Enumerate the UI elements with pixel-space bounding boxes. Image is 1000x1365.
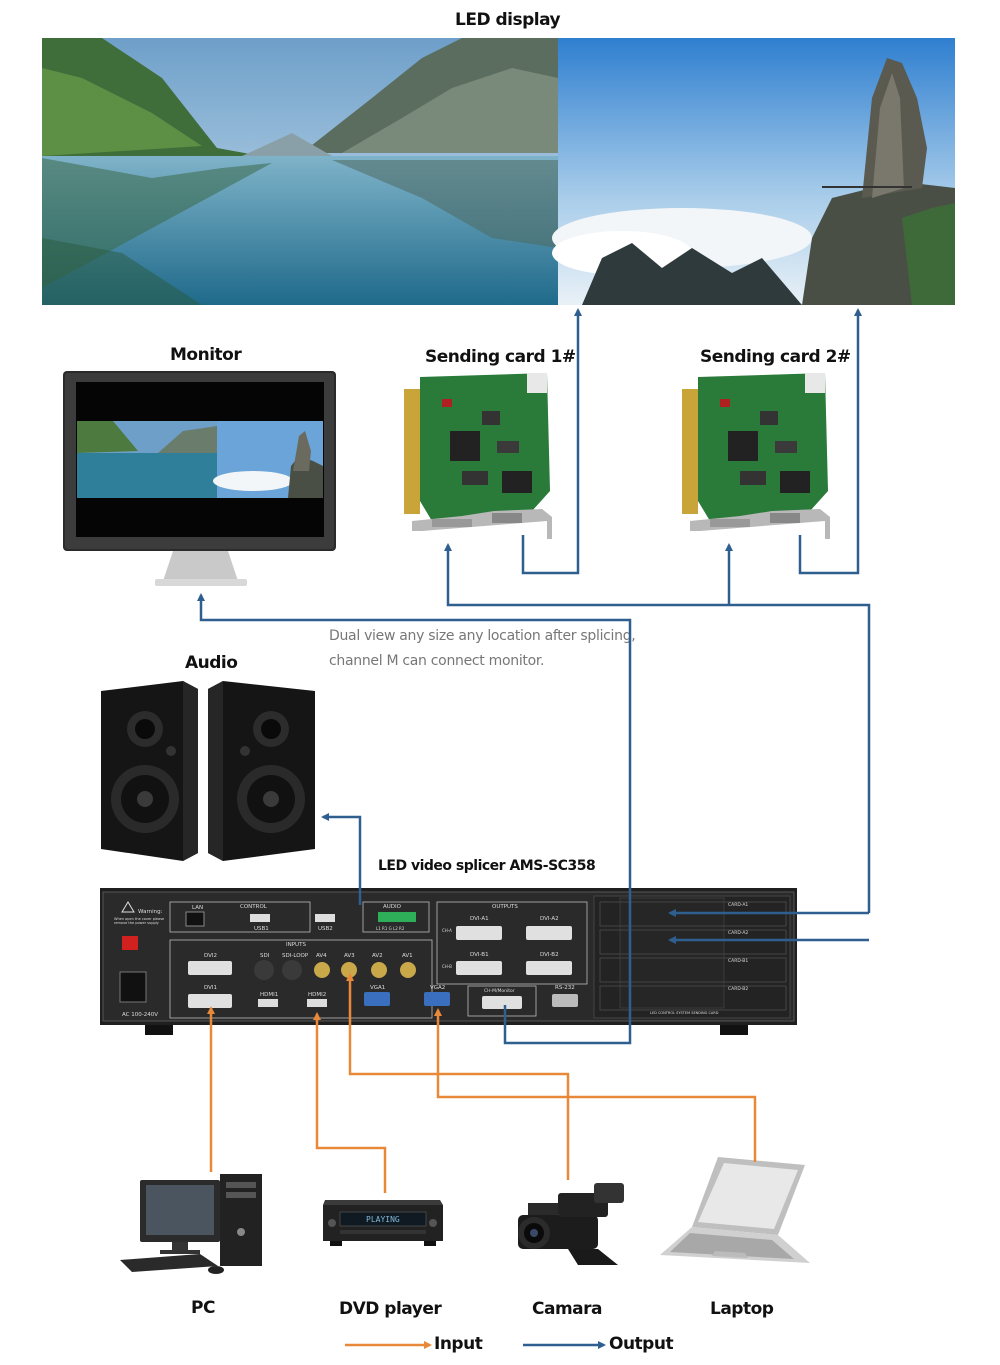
dvi-b1-port[interactable] — [456, 961, 502, 975]
dvi-a2-label: DVI-A2 — [540, 916, 559, 922]
rock-cloud-photo — [552, 38, 955, 305]
sending-card-2 — [682, 373, 830, 539]
power-label: AC 100-240V — [122, 1012, 158, 1018]
av3-label: AV3 — [344, 953, 355, 959]
dvi1-port[interactable] — [188, 994, 232, 1008]
av1-port[interactable] — [400, 962, 416, 978]
ch-b-label: CH-B — [442, 964, 452, 969]
pc-label: PC — [191, 1298, 215, 1318]
speaker-right — [208, 681, 315, 861]
sdi-port[interactable] — [254, 960, 274, 980]
monitor — [63, 371, 336, 586]
card-footer-label: LED CONTROL SYSTEM SENDING CARD — [650, 1011, 719, 1015]
av2-label: AV2 — [372, 953, 383, 959]
card-a2-slot[interactable] — [599, 929, 787, 955]
av2-port[interactable] — [371, 962, 387, 978]
vga1-port[interactable] — [364, 992, 390, 1006]
pc — [120, 1174, 262, 1274]
camera-label: Camara — [532, 1299, 603, 1319]
dvi-b1-label: DVI-B1 — [470, 952, 489, 958]
lan-port[interactable] — [185, 911, 205, 927]
card-a1-label: CARD-A1 — [728, 902, 748, 908]
lake-photo — [42, 38, 558, 305]
input-lines — [207, 973, 757, 1193]
legend-input-label: Input — [434, 1334, 483, 1354]
card-b1-label: CARD-B1 — [728, 958, 748, 964]
usb1-port[interactable] — [250, 914, 270, 922]
audio-label: Audio — [185, 653, 238, 673]
led-display-title: LED display — [455, 10, 561, 30]
dvi-b2-label: DVI-B2 — [540, 952, 559, 958]
laptop-label: Laptop — [710, 1299, 774, 1319]
card-b2-slot[interactable] — [599, 985, 787, 1011]
usb2-label: USB2 — [318, 926, 333, 932]
output-lines — [197, 308, 871, 1045]
dvi-a1-port[interactable] — [456, 926, 502, 940]
vga2-label: VGA2 — [430, 985, 445, 991]
note-line-1: Dual view any size any location after sp… — [329, 628, 636, 644]
card-b1-slot[interactable] — [599, 957, 787, 983]
hdmi2-label: HDMI2 — [308, 992, 326, 998]
usb1-label: USB1 — [254, 926, 269, 932]
av4-port[interactable] — [314, 962, 330, 978]
audio-terminal[interactable] — [378, 912, 416, 922]
legend-output-label: Output — [609, 1334, 674, 1354]
note-line-2: channel M can connect monitor. — [329, 653, 545, 669]
ch-m-label: CH-M/Monitor — [484, 988, 515, 994]
sending-card-2-label: Sending card 2# — [700, 347, 851, 367]
lan-label: LAN — [192, 905, 203, 911]
ch-m-monitor-port[interactable] — [482, 996, 522, 1009]
warning-title: Warning: — [138, 909, 163, 915]
outputs-label: OUTPUTS — [492, 904, 518, 910]
dvi-b2-port[interactable] — [526, 961, 572, 975]
sending-card-1 — [404, 373, 552, 539]
power-switch[interactable] — [122, 936, 138, 950]
rs232-label: RS-232 — [555, 985, 575, 991]
power-socket[interactable] — [119, 971, 147, 1003]
rs232-port[interactable] — [552, 994, 578, 1007]
dvi-a1-label: DVI-A1 — [470, 916, 489, 922]
dvd-display-text: PLAYING — [366, 1215, 400, 1224]
dvd-player: PLAYING — [323, 1200, 443, 1246]
sending-card-1-label: Sending card 1# — [425, 347, 576, 367]
sdi-label: SDI — [260, 953, 270, 959]
audio-port-label: AUDIO — [383, 904, 402, 910]
warning-text-2: remove the power supply — [114, 921, 159, 925]
audio-pins-label: L1 R1 G L2 R2 — [376, 926, 405, 931]
speaker-left — [101, 681, 198, 861]
dvd-player-label: DVD player — [339, 1299, 442, 1319]
dvi2-label: DVI2 — [204, 953, 217, 959]
sdi-loop-label: SDI-LOOP — [282, 953, 309, 959]
av4-label: AV4 — [316, 953, 327, 959]
control-label: CONTROL — [240, 904, 268, 910]
hdmi1-port[interactable] — [258, 999, 278, 1007]
sdi-loop-port[interactable] — [282, 960, 302, 980]
warning-text-1: When open the cover please — [114, 917, 164, 921]
camera — [518, 1183, 624, 1265]
video-splicer-device: Warning: When open the cover please remo… — [100, 888, 797, 1035]
dvi2-port[interactable] — [188, 961, 232, 975]
dvi-a2-port[interactable] — [526, 926, 572, 940]
splicer-label: LED video splicer AMS-SC358 — [378, 858, 596, 874]
usb2-port[interactable] — [315, 914, 335, 922]
card-a2-label: CARD-A2 — [728, 930, 748, 936]
hdmi2-port[interactable] — [307, 999, 327, 1007]
hdmi1-label: HDMI1 — [260, 992, 278, 998]
monitor-label: Monitor — [170, 345, 242, 365]
card-b2-label: CARD-B2 — [728, 986, 748, 992]
laptop — [660, 1157, 810, 1263]
dvi1-label: DVI1 — [204, 985, 217, 991]
led-display-screen — [42, 38, 955, 305]
ch-a-label: CH-A — [442, 928, 452, 933]
vga2-port[interactable] — [424, 992, 450, 1006]
av1-label: AV1 — [402, 953, 413, 959]
inputs-label: INPUTS — [286, 942, 306, 948]
vga1-label: VGA1 — [370, 985, 385, 991]
audio-speakers — [101, 681, 315, 861]
